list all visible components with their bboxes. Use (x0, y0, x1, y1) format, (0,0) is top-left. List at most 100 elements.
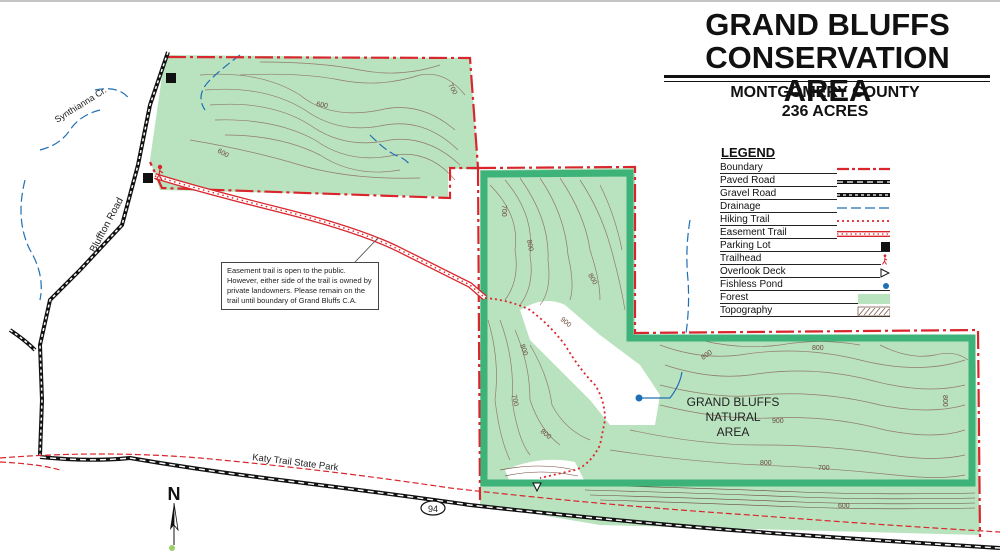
legend-label: Fishless Pond (720, 279, 785, 290)
legend-item-gravel-road: Gravel Road (720, 188, 890, 201)
legend-item-trailhead: Trailhead (720, 253, 890, 266)
legend-leader (720, 277, 890, 278)
title-line-1: GRAND BLUFFS (705, 7, 950, 42)
katy-trail-segment (0, 461, 61, 471)
forest-swatch-icon (858, 294, 890, 304)
fishless-pond (635, 394, 643, 402)
legend-leader (720, 251, 890, 252)
legend-leader (720, 264, 890, 265)
legend-item-overlook-deck: Overlook Deck (720, 266, 890, 279)
contour-label-800-top: 800 (812, 345, 824, 352)
paved-road-symbol-icon (837, 176, 890, 187)
contour-label-700-east: 700 (500, 205, 507, 217)
forest-area-north (150, 55, 478, 197)
contour-label-600-west: 600 (216, 148, 230, 160)
highway-94-shield: 94 (420, 500, 446, 516)
natural-area-line-3: AREA (716, 425, 750, 439)
legend-heading: LEGEND (721, 145, 776, 160)
legend-leader (720, 199, 890, 200)
legend-label: Overlook Deck (720, 266, 788, 277)
legend-leader (720, 290, 890, 291)
legend-item-forest: Forest (720, 292, 890, 305)
legend-label: Parking Lot (720, 240, 773, 251)
title-rule-bottom (664, 81, 990, 82)
contour-label-800-east: 800 (525, 239, 534, 252)
title-rule-top (664, 75, 990, 78)
drainage-symbol-icon (837, 202, 890, 213)
legend-leader (720, 303, 890, 304)
topography-contours (189, 61, 969, 478)
parking-square-icon (881, 242, 890, 251)
north-arrow: N (168, 484, 181, 551)
legend-leader (720, 173, 890, 174)
legend-leader (720, 316, 890, 317)
legend-item-hiking-trail: Hiking Trail (720, 214, 890, 227)
easement-trail-symbol-icon (837, 228, 890, 239)
legend-label: Gravel Road (720, 188, 779, 199)
natural-area-line-2: NATURAL (705, 410, 761, 424)
contour-label-800-far: 800 (941, 395, 948, 407)
legend-label: Drainage (720, 201, 763, 212)
legend-leader (720, 212, 890, 213)
parking-lot-north (166, 73, 176, 83)
katy-trail (0, 453, 1000, 533)
contour-label-800-se: 800 (760, 460, 772, 467)
contour-label-700-north: 700 (446, 83, 458, 97)
paved-road-highway-94 (39, 455, 1000, 550)
legend-leader (720, 186, 890, 187)
highway-94-label: 94 (428, 504, 438, 514)
county-label: MONTGOMERY COUNTY (730, 84, 920, 101)
drainage-lines (20, 54, 691, 399)
contour-label-800-ridge: 800 (586, 273, 598, 287)
natural-area-line-1: GRAND BLUFFS (686, 395, 780, 409)
boundary-lines (149, 55, 982, 538)
title-line-2: CONSERVATION AREA (705, 40, 950, 108)
contour-label-700-west: 700 (510, 394, 519, 407)
gravel-road-symbol-icon (837, 189, 890, 200)
legend-label: Paved Road (720, 175, 778, 186)
acreage-label: 236 ACRES (781, 103, 869, 120)
boundary-symbol-icon (837, 163, 890, 174)
legend-leader (720, 225, 890, 226)
hiker-icon (881, 254, 890, 265)
bluff-clearing-south (505, 459, 585, 482)
legend-item-fishless-pond: Fishless Pond (720, 279, 890, 292)
overlook-triangle-icon (880, 267, 890, 278)
natural-area-label: GRAND BLUFFS NATURAL AREA (668, 395, 798, 440)
legend-item-easement-trail: Easement Trail (720, 227, 890, 240)
parking-lot-south (143, 173, 153, 183)
pond-dot-icon (883, 283, 889, 289)
contour-label-800-mid: 800 (518, 343, 529, 356)
overlook-deck-icon (532, 482, 542, 493)
gravel-road-bluffton (8, 51, 170, 456)
easement-trail (154, 173, 487, 301)
legend-item-parking-lot: Parking Lot (720, 240, 890, 253)
bluff-face-contours (499, 465, 976, 510)
contour-label-600-north: 600 (316, 101, 329, 110)
legend-label: Topography (720, 305, 775, 316)
legend-leader (720, 238, 890, 239)
easement-note: Easement trail is open to the public. Ho… (221, 262, 379, 310)
natural-area-border (480, 169, 976, 487)
legend-label: Boundary (720, 162, 765, 173)
north-label: N (168, 484, 181, 504)
trailhead-icon (155, 164, 164, 181)
legend-label: Hiking Trail (720, 214, 772, 225)
legend-item-paved-road: Paved Road (720, 175, 890, 188)
map-title: GRAND BLUFFS CONSERVATION AREA (660, 8, 995, 107)
hiking-trail-symbol-icon (837, 215, 890, 226)
hiking-trail (484, 297, 606, 479)
topography-swatch-icon (857, 306, 890, 317)
legend-item-topography: Topography (720, 305, 890, 318)
legend-label: Trailhead (720, 253, 764, 264)
legend-label: Easement Trail (720, 227, 789, 238)
legend-item-drainage: Drainage (720, 201, 890, 214)
contour-label-600-se: 600 (838, 503, 850, 510)
contour-label-900-east: 900 (772, 418, 784, 425)
contour-label-700-se: 700 (818, 465, 830, 472)
legend-label: Forest (720, 292, 751, 303)
legend-item-boundary: Boundary (720, 162, 890, 175)
forest-area-main (480, 168, 980, 535)
